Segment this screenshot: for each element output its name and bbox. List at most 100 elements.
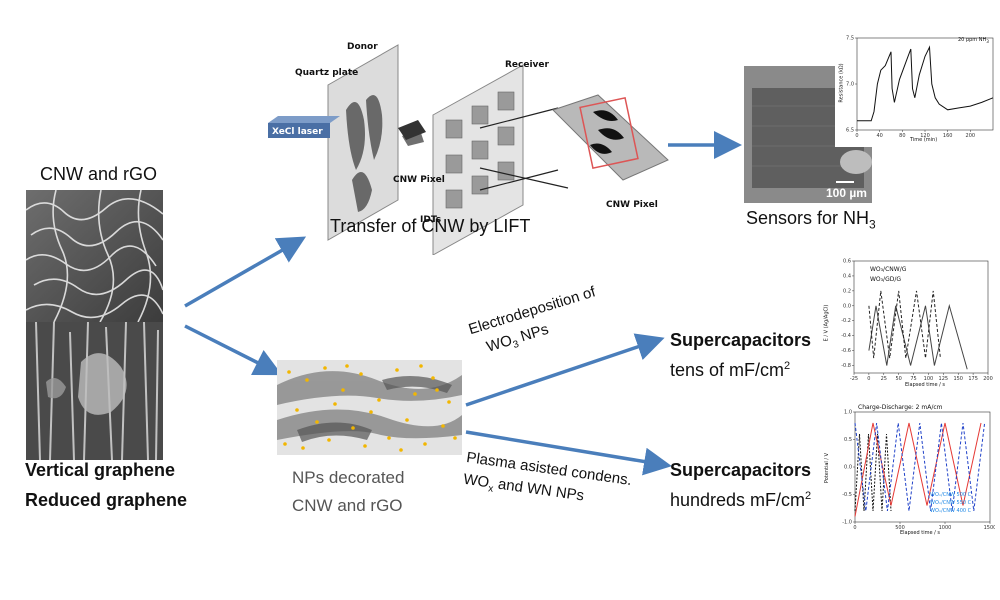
nanoparticle-27 (419, 364, 423, 368)
plot2-series-2 (854, 422, 986, 512)
nanoparticle-25 (453, 436, 457, 440)
plot1-ytick-label-3: -0.2 (841, 318, 851, 324)
plot2-xtick-label-1: 500 (895, 525, 905, 531)
plot1-ytick-label-2: -0.4 (841, 333, 851, 339)
nanoparticle-6 (395, 368, 399, 372)
nanoparticle-15 (387, 436, 391, 440)
sensor-scale-bar: 100 µm (826, 186, 867, 200)
plot2-legend-3: WOₓ/CNW 400 C (930, 508, 972, 514)
nanoparticle-19 (283, 442, 287, 446)
route2-label: Plasma asisted condens. WOx and WN NPs (461, 447, 633, 520)
nanoparticle-9 (447, 400, 451, 404)
plot1-frame (853, 260, 989, 374)
route1-label: Electrodeposition of WO3 NPs (466, 281, 607, 367)
label-idts: IDTs (420, 215, 442, 225)
sensor-plot-ytick-label-2: 7.5 (846, 36, 854, 42)
plot2-title: Charge-Discharge: 2 mA/cm (858, 404, 943, 411)
plot1-ytick-label-0: -0.8 (841, 363, 851, 369)
label-quartz: Quartz plate (295, 68, 359, 78)
nanoparticle-5 (377, 398, 381, 402)
plot2-ylabel: Potential / V (824, 452, 831, 484)
sem-micrograph-bottom (26, 322, 163, 460)
np-decorated-illustration (277, 360, 462, 455)
nanoparticle-14 (369, 410, 373, 414)
lift-schematic (268, 44, 669, 255)
sensor-plot-xtick-label-1: 40 (876, 133, 882, 139)
nanoparticle-16 (405, 418, 409, 422)
decorated-caption-1: NPs decorated (292, 468, 405, 487)
plot2-ytick-label-2: 0.0 (844, 465, 852, 471)
nanoparticle-18 (441, 424, 445, 428)
sensor-caption: Sensors for NH3 (746, 208, 876, 232)
plot2-ytick-label-1: -0.5 (842, 492, 852, 498)
plot1-ytick-label-5: 0.2 (843, 288, 851, 294)
plot1-ytick-label-1: -0.6 (841, 348, 851, 354)
source-caption-2: Reduced graphene (25, 490, 188, 510)
arrow-to-decorated (184, 324, 283, 376)
nanoparticle-11 (315, 420, 319, 424)
plot1-xtick-label-7: 150 (953, 376, 963, 382)
plot1-ytick-label-4: 0.0 (843, 303, 851, 309)
nanoparticle-13 (351, 426, 355, 430)
label-receiver: Receiver (505, 60, 549, 70)
plot1-xtick-label-1: 0 (867, 376, 870, 382)
plot1-xtick-label-8: 175 (968, 376, 978, 382)
plot2-ytick-label-4: 1.0 (844, 410, 852, 416)
sensor-plot-ytick-label-0: 6.5 (846, 128, 854, 134)
nanoparticle-17 (423, 442, 427, 446)
nanoparticle-21 (327, 438, 331, 442)
nanoparticle-1 (305, 378, 309, 382)
nanoparticle-22 (363, 444, 367, 448)
plot1-xtick-label-0: -25 (850, 376, 858, 382)
plot2-xtick-label-0: 0 (853, 525, 856, 531)
plot1-xtick-label-4: 75 (910, 376, 916, 382)
sensor-plot-xtick-label-3: 120 (920, 133, 930, 139)
route2-result-title: Supercapacitors (670, 460, 812, 480)
label-cnw-pixel: CNW Pixel (393, 175, 445, 185)
route1-result-value: tens of mF/cm2 (670, 360, 791, 380)
sensor-plot-series-0 (857, 45, 994, 122)
nanoparticle-0 (287, 370, 291, 374)
route1-result-title: Supercapacitors (670, 330, 812, 350)
plot1-xlabel: Elapsed time / s (905, 382, 945, 388)
plot1-xtick-label-3: 50 (895, 376, 901, 382)
label-laser: XeCl laser (272, 127, 323, 137)
plot1-xtick-label-5: 100 (924, 376, 934, 382)
nanoparticle-26 (345, 364, 349, 368)
nanoparticle-3 (341, 388, 345, 392)
lift-caption: Transfer of CNW by LIFT (330, 216, 531, 236)
source-title: CNW and rGO (40, 164, 158, 184)
plot2-series-0 (854, 433, 892, 512)
sensor-plot-xtick-label-2: 80 (899, 133, 905, 139)
plot2-series-1 (854, 422, 982, 517)
source-caption-1: Vertical graphene (25, 460, 176, 480)
sensor-plot-ytick-label-1: 7.0 (846, 82, 854, 88)
plot2-legend-1: WOₓ/CNW 500 C (930, 492, 972, 498)
nanoparticle-20 (301, 446, 305, 450)
plot1-legend-2: WO₃/GD/G (870, 276, 902, 283)
plot1-series-1 (868, 290, 941, 359)
plot1-ylabel: E / V (Ag/AgCl) (823, 304, 830, 342)
plot1-ytick-label-6: 0.4 (843, 273, 851, 279)
route2-result-value: hundreds mF/cm2 (670, 490, 812, 510)
nanoparticle-10 (295, 408, 299, 412)
plot2-xtick-label-3: 1500 (984, 525, 995, 531)
nanoparticle-23 (399, 448, 403, 452)
plot2-ytick-label-3: 0.5 (844, 437, 852, 443)
sensor-plot-ylabel: Resistance (kΩ) (838, 63, 845, 103)
plot1-series-0 (868, 303, 968, 370)
plot1-ytick-label-7: 0.6 (843, 259, 851, 265)
decorated-caption-2: CNW and rGO (292, 496, 403, 515)
plot1-xtick-label-2: 25 (881, 376, 887, 382)
sensor-plot-xlabel: Time (min) (910, 137, 938, 143)
plot1-xtick-label-9: 200 (983, 376, 993, 382)
nanoparticle-8 (431, 376, 435, 380)
sensor-plot-xtick-label-5: 200 (966, 133, 976, 139)
sensor-plot-xtick-label-0: 0 (855, 133, 858, 139)
nanoparticle-4 (359, 372, 363, 376)
